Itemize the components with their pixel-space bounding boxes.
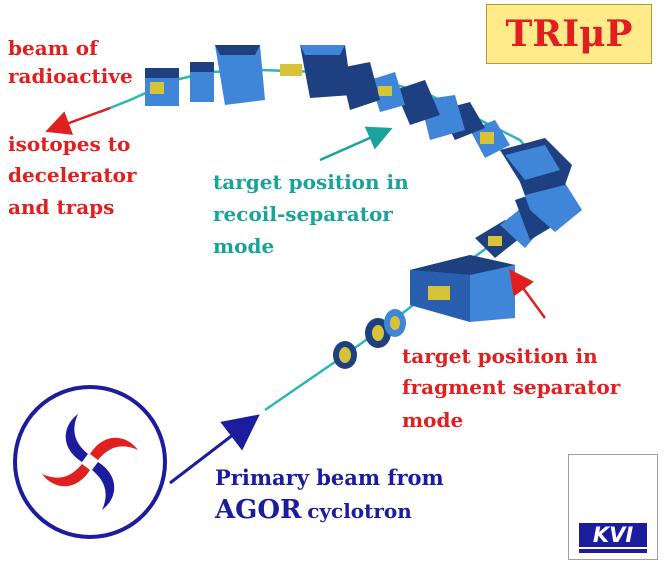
fragment-target-arrow <box>509 268 547 319</box>
isotopes-label-line1: isotopes to <box>8 132 131 156</box>
fragment-label-line3: mode <box>402 408 464 432</box>
separator-magnet-chain <box>145 45 582 258</box>
beam-label-line1: beam of <box>8 36 98 60</box>
cyclotron-label: cyclotron <box>307 499 412 523</box>
dipole-magnet-1 <box>410 255 515 322</box>
isotopes-label-line3: and traps <box>8 195 115 219</box>
fragment-label-line1: target position in <box>402 344 598 368</box>
fragment-label-line2: fragment separator <box>402 375 621 399</box>
beam-label-line2: radioactive <box>8 64 133 88</box>
recoil-label-line1: target position in <box>213 170 409 194</box>
primary-beam-label-line2: AGOR cyclotron <box>215 497 412 523</box>
kvi-logo-underline <box>579 549 647 553</box>
primary-beam-label-line1: Primary beam from <box>215 465 444 490</box>
kvi-logo-text: KVI <box>579 523 647 547</box>
output-beam-arrow <box>45 106 111 135</box>
isotopes-label-line2: decelerator <box>8 163 137 187</box>
quadrupole-1 <box>333 341 357 369</box>
agor-label: AGOR <box>215 495 302 525</box>
recoil-label-line3: mode <box>213 234 275 258</box>
cyclotron-symbol <box>13 385 167 539</box>
recoil-label-line2: recoil-separator <box>213 202 393 226</box>
quadrupole-3 <box>384 309 406 337</box>
kvi-logo: KVI <box>568 454 658 560</box>
recoil-target-arrow <box>319 126 393 162</box>
page-title: TRIμP <box>505 13 633 55</box>
title-box: TRIμP <box>486 4 652 64</box>
primary-beam-arrow <box>169 414 260 485</box>
